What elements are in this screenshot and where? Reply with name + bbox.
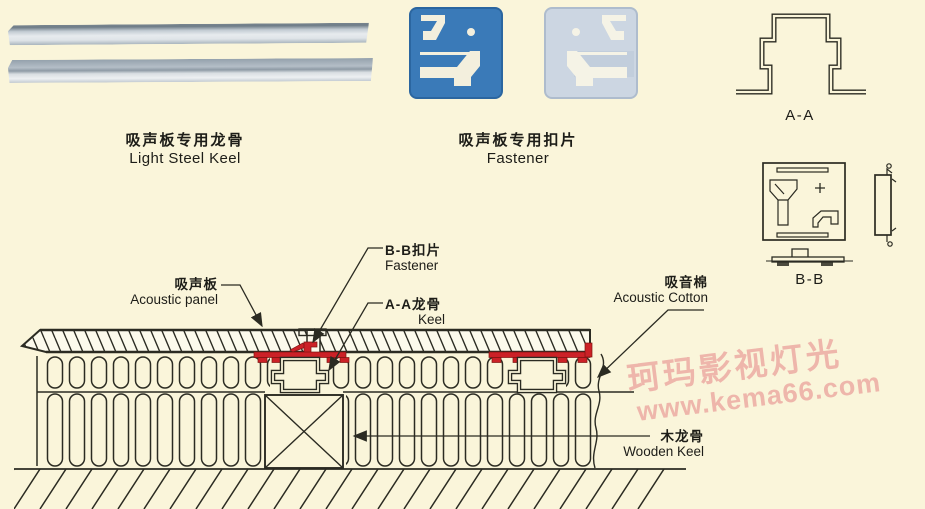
- leader-acoustic-cotton: [596, 309, 704, 378]
- acoustic-panel-layer: [19, 328, 591, 354]
- steel-keel-photo-1: [8, 23, 369, 46]
- label-wooden-keel: 木龙骨 Wooden Keel: [596, 429, 704, 459]
- label-bb-fastener: B-B扣片 Fastener: [385, 243, 441, 273]
- label-aa-keel-en: Keel: [417, 312, 445, 327]
- label-acoustic-cotton-zh: 吸音棉: [664, 275, 708, 290]
- keel-caption-en: Light Steel Keel: [129, 150, 241, 167]
- section-bb-drawing: [762, 162, 897, 266]
- label-acoustic-panel-zh: 吸声板: [174, 277, 218, 292]
- label-wooden-keel-zh: 木龙骨: [660, 429, 704, 444]
- keel-caption-zh: 吸声板专用龙骨: [125, 132, 245, 149]
- label-acoustic-cotton-en: Acoustic Cotton: [613, 290, 708, 305]
- leader-lines: [221, 247, 704, 442]
- fastener-photo-gray: [544, 7, 638, 99]
- wooden-keel-box: [264, 394, 344, 469]
- keel-section-right: [510, 359, 564, 391]
- label-acoustic-cotton: 吸音棉 Acoustic Cotton: [600, 275, 708, 305]
- fastener-caption-zh: 吸声板专用扣片: [458, 132, 578, 149]
- label-wooden-keel-en: Wooden Keel: [623, 444, 704, 459]
- ground-hatch: [14, 468, 686, 509]
- leader-bb-fastener: [312, 247, 383, 344]
- label-bb-fastener-zh: B-B扣片: [385, 243, 441, 258]
- section-aa-label: A-A: [785, 107, 815, 124]
- label-acoustic-panel-en: Acoustic panel: [130, 292, 218, 307]
- label-aa-keel: A-A龙骨 Keel: [385, 297, 445, 327]
- keel-caption: 吸声板专用龙骨 Light Steel Keel: [60, 131, 310, 167]
- fastener-caption-en: Fastener: [486, 150, 550, 167]
- label-bb-fastener-en: Fastener: [385, 258, 439, 273]
- fastener-photo-blue: [409, 7, 503, 99]
- section-bb-label: B-B: [795, 271, 825, 288]
- section-aa-drawing: [736, 13, 866, 95]
- label-acoustic-panel: 吸声板 Acoustic panel: [110, 277, 218, 307]
- steel-keel-photo-2: [8, 58, 373, 83]
- leader-acoustic-panel: [221, 284, 263, 328]
- label-aa-keel-zh: A-A龙骨: [385, 297, 441, 312]
- keel-section-left: [273, 359, 327, 391]
- acoustic-cotton-loops: [36, 353, 634, 469]
- leader-aa-keel: [328, 302, 383, 372]
- fastener-caption: 吸声板专用扣片 Fastener: [393, 131, 643, 167]
